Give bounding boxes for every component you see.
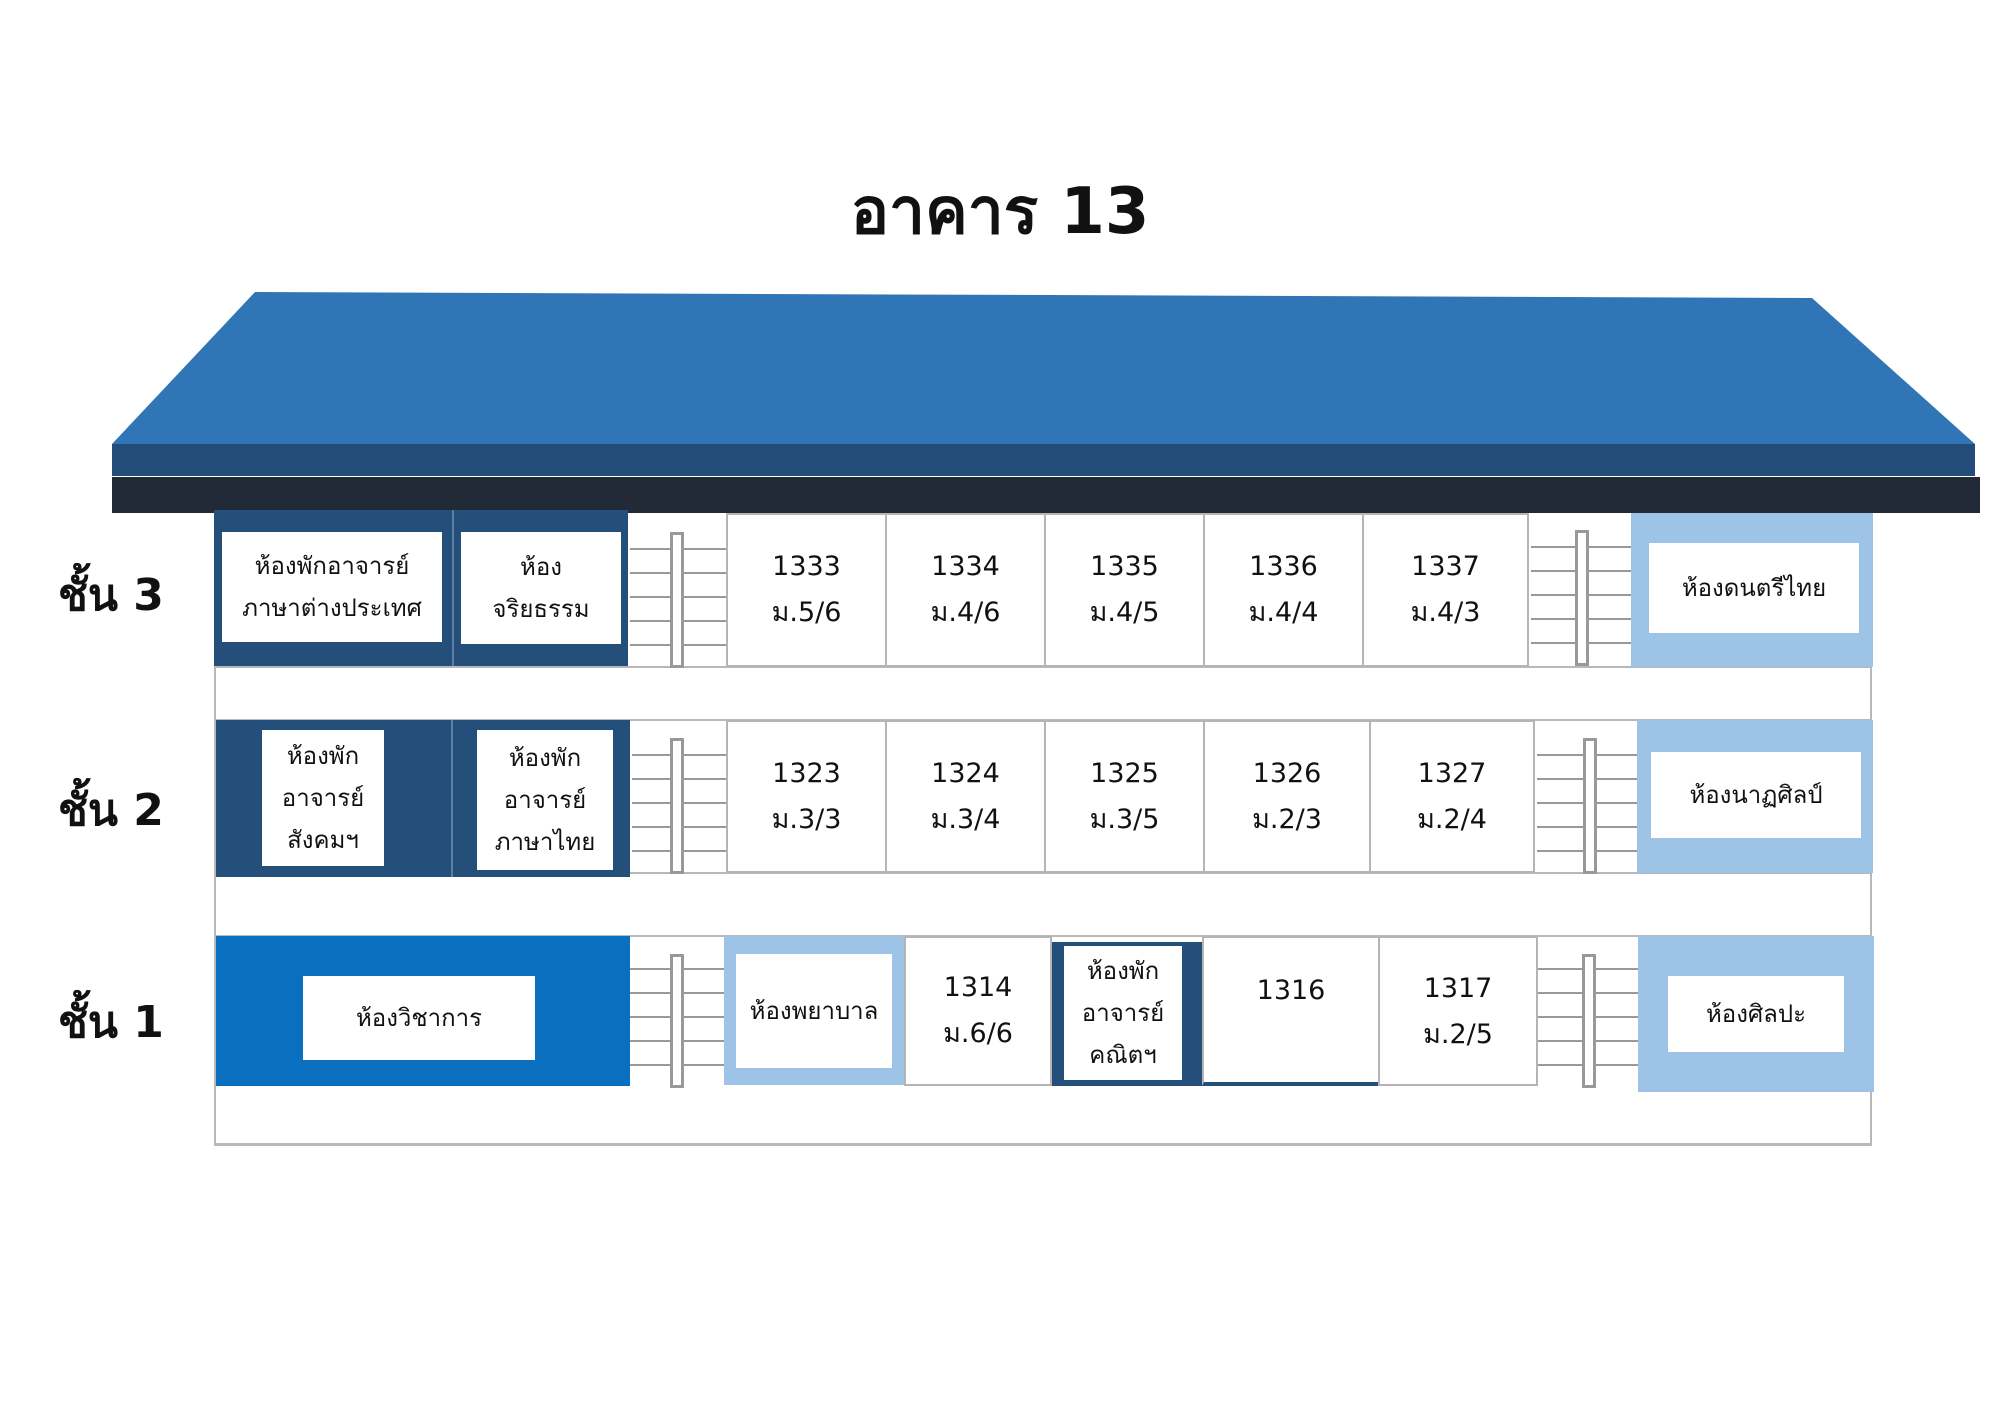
- classroom-1314[interactable]: 1314 ม.6/6: [904, 936, 1052, 1086]
- roof-slope: [112, 292, 1975, 444]
- room-number: 1316: [1256, 975, 1326, 1006]
- floor2-office-divider: [451, 720, 453, 877]
- room-number: 1336: [1249, 551, 1318, 582]
- room-thai-music[interactable]: ห้องดนตรีไทย: [1649, 543, 1859, 633]
- math-office-block: ห้องพัก อาจารย์ คณิตฯ: [1052, 942, 1202, 1086]
- roof-base: [112, 477, 1980, 513]
- room-social-studies-office[interactable]: ห้องพัก อาจารย์ สังคมฯ: [262, 730, 384, 866]
- room-label-line: จริยธรรม: [492, 595, 590, 623]
- room-number: 1327: [1417, 757, 1487, 789]
- room-class: ม.2/4: [1417, 803, 1487, 835]
- room-class: ม.3/3: [771, 803, 842, 835]
- room-number: 1334: [931, 551, 1000, 582]
- classroom-1326[interactable]: 1326 ม.2/3: [1203, 720, 1371, 873]
- classroom-1327[interactable]: 1327 ม.2/4: [1369, 720, 1535, 873]
- room-label-line: ห้องพัก: [508, 744, 582, 772]
- room-foreign-language-office[interactable]: ห้องพักอาจารย์ ภาษาต่างประเทศ: [222, 532, 442, 642]
- room-label-line: ภาษาไทย: [494, 828, 596, 856]
- nurse-room-block: ห้องพยาบาล: [724, 936, 904, 1085]
- floor3-right-block: ห้องดนตรีไทย: [1631, 513, 1873, 667]
- room-math-office[interactable]: ห้องพัก อาจารย์ คณิตฯ: [1064, 946, 1182, 1080]
- floor-label-1: ชั้น 1: [58, 997, 164, 1048]
- room-label: ห้องพยาบาล: [749, 997, 879, 1025]
- room-nurse[interactable]: ห้องพยาบาล: [736, 954, 892, 1068]
- room-art[interactable]: ห้องศิลปะ: [1668, 976, 1844, 1052]
- room-number: 1323: [772, 757, 841, 789]
- room-ethics[interactable]: ห้อง จริยธรรม: [461, 532, 621, 644]
- floor1-right-block: ห้องศิลปะ: [1638, 936, 1874, 1092]
- staircase-right-floor3: [1531, 530, 1631, 666]
- page-title: อาคาร 13: [850, 175, 1150, 249]
- room-class: ม.4/3: [1410, 597, 1481, 628]
- room-number: 1337: [1411, 551, 1480, 582]
- room-number: 1314: [943, 972, 1013, 1003]
- floor2-right-block: ห้องนาฏศิลป์: [1637, 720, 1873, 873]
- room-class: ม.4/4: [1248, 597, 1319, 628]
- floor1-left-block: ห้องวิชาการ: [216, 936, 630, 1086]
- building-left-wall: [214, 513, 216, 1145]
- room-label-line: ห้องพักอาจารย์: [254, 552, 410, 580]
- staircase-left-floor2: [632, 738, 726, 874]
- staircase-left-floor3: [630, 532, 726, 668]
- room-class: ม.4/5: [1089, 597, 1160, 628]
- room-academic-affairs[interactable]: ห้องวิชาการ: [303, 976, 535, 1060]
- staircase-left-floor1: [630, 954, 724, 1088]
- room-number: 1325: [1090, 757, 1159, 789]
- classroom-1317[interactable]: 1317 ม.2/5: [1378, 936, 1538, 1086]
- room-label: ห้องวิชาการ: [355, 1004, 483, 1032]
- classroom-1337[interactable]: 1337 ม.4/3: [1362, 513, 1529, 667]
- roof-band: [112, 444, 1975, 476]
- classroom-1336[interactable]: 1336 ม.4/4: [1203, 513, 1364, 667]
- room-label-line: สังคมฯ: [287, 826, 359, 854]
- staircase-right-floor2: [1537, 738, 1637, 874]
- room-label: ห้องนาฏศิลป์: [1689, 781, 1823, 809]
- room-thai-language-office[interactable]: ห้องพัก อาจารย์ ภาษาไทย: [477, 730, 613, 870]
- room-number: 1317: [1423, 973, 1493, 1004]
- room-label-line: อาจารย์: [503, 786, 587, 814]
- room-label-line: ห้อง: [520, 553, 562, 581]
- room-class: ม.4/6: [930, 597, 1001, 628]
- room-class: ม.6/6: [943, 1018, 1013, 1049]
- floor-label-3: ชั้น 3: [58, 570, 164, 621]
- room-label-line: อาจารย์: [281, 784, 365, 812]
- floor3-office-divider: [452, 510, 454, 666]
- room-class: ม.2/5: [1423, 1019, 1493, 1050]
- room-class: ม.2/3: [1252, 803, 1322, 835]
- room-class: ม.3/4: [930, 803, 1001, 835]
- classroom-1324[interactable]: 1324 ม.3/4: [885, 720, 1046, 873]
- room-label: ห้องดนตรีไทย: [1681, 574, 1827, 602]
- classroom-1316[interactable]: 1316: [1202, 936, 1380, 1086]
- room-number: 1333: [772, 551, 841, 582]
- room-number: 1324: [931, 757, 1000, 789]
- room-label-line: คณิตฯ: [1089, 1041, 1157, 1069]
- classroom-1325[interactable]: 1325 ม.3/5: [1044, 720, 1205, 873]
- floor2-left-office-block: ห้องพัก อาจารย์ สังคมฯ ห้องพัก อาจารย์ ภ…: [216, 720, 630, 877]
- staircase-right-floor1: [1538, 954, 1638, 1088]
- room-label-line: ภาษาต่างประเทศ: [242, 594, 422, 622]
- room-number: 1335: [1090, 551, 1159, 582]
- floor-line-2b: [214, 872, 1872, 874]
- floor-label-2: ชั้น 2: [58, 785, 164, 836]
- classroom-1323[interactable]: 1323 ม.3/3: [726, 720, 887, 873]
- room-label: ห้องศิลปะ: [1705, 1000, 1807, 1028]
- room-label-line: ห้องพัก: [286, 742, 360, 770]
- room-dance[interactable]: ห้องนาฏศิลป์: [1651, 752, 1861, 838]
- classroom-1333[interactable]: 1333 ม.5/6: [726, 513, 887, 667]
- floor-line-3: [214, 666, 1872, 668]
- room-class: ม.3/5: [1089, 803, 1160, 835]
- room-label-line: ห้องพัก: [1086, 957, 1160, 985]
- room-number: 1326: [1252, 757, 1322, 789]
- room-label-line: อาจารย์: [1081, 999, 1165, 1027]
- classroom-1334[interactable]: 1334 ม.4/6: [885, 513, 1046, 667]
- roof: [112, 292, 1980, 513]
- classroom-1335[interactable]: 1335 ม.4/5: [1044, 513, 1205, 667]
- floor3-left-office-block: ห้องพักอาจารย์ ภาษาต่างประเทศ ห้อง จริยธ…: [214, 510, 628, 666]
- ground-line: [214, 1143, 1872, 1146]
- room-class: ม.5/6: [771, 597, 842, 628]
